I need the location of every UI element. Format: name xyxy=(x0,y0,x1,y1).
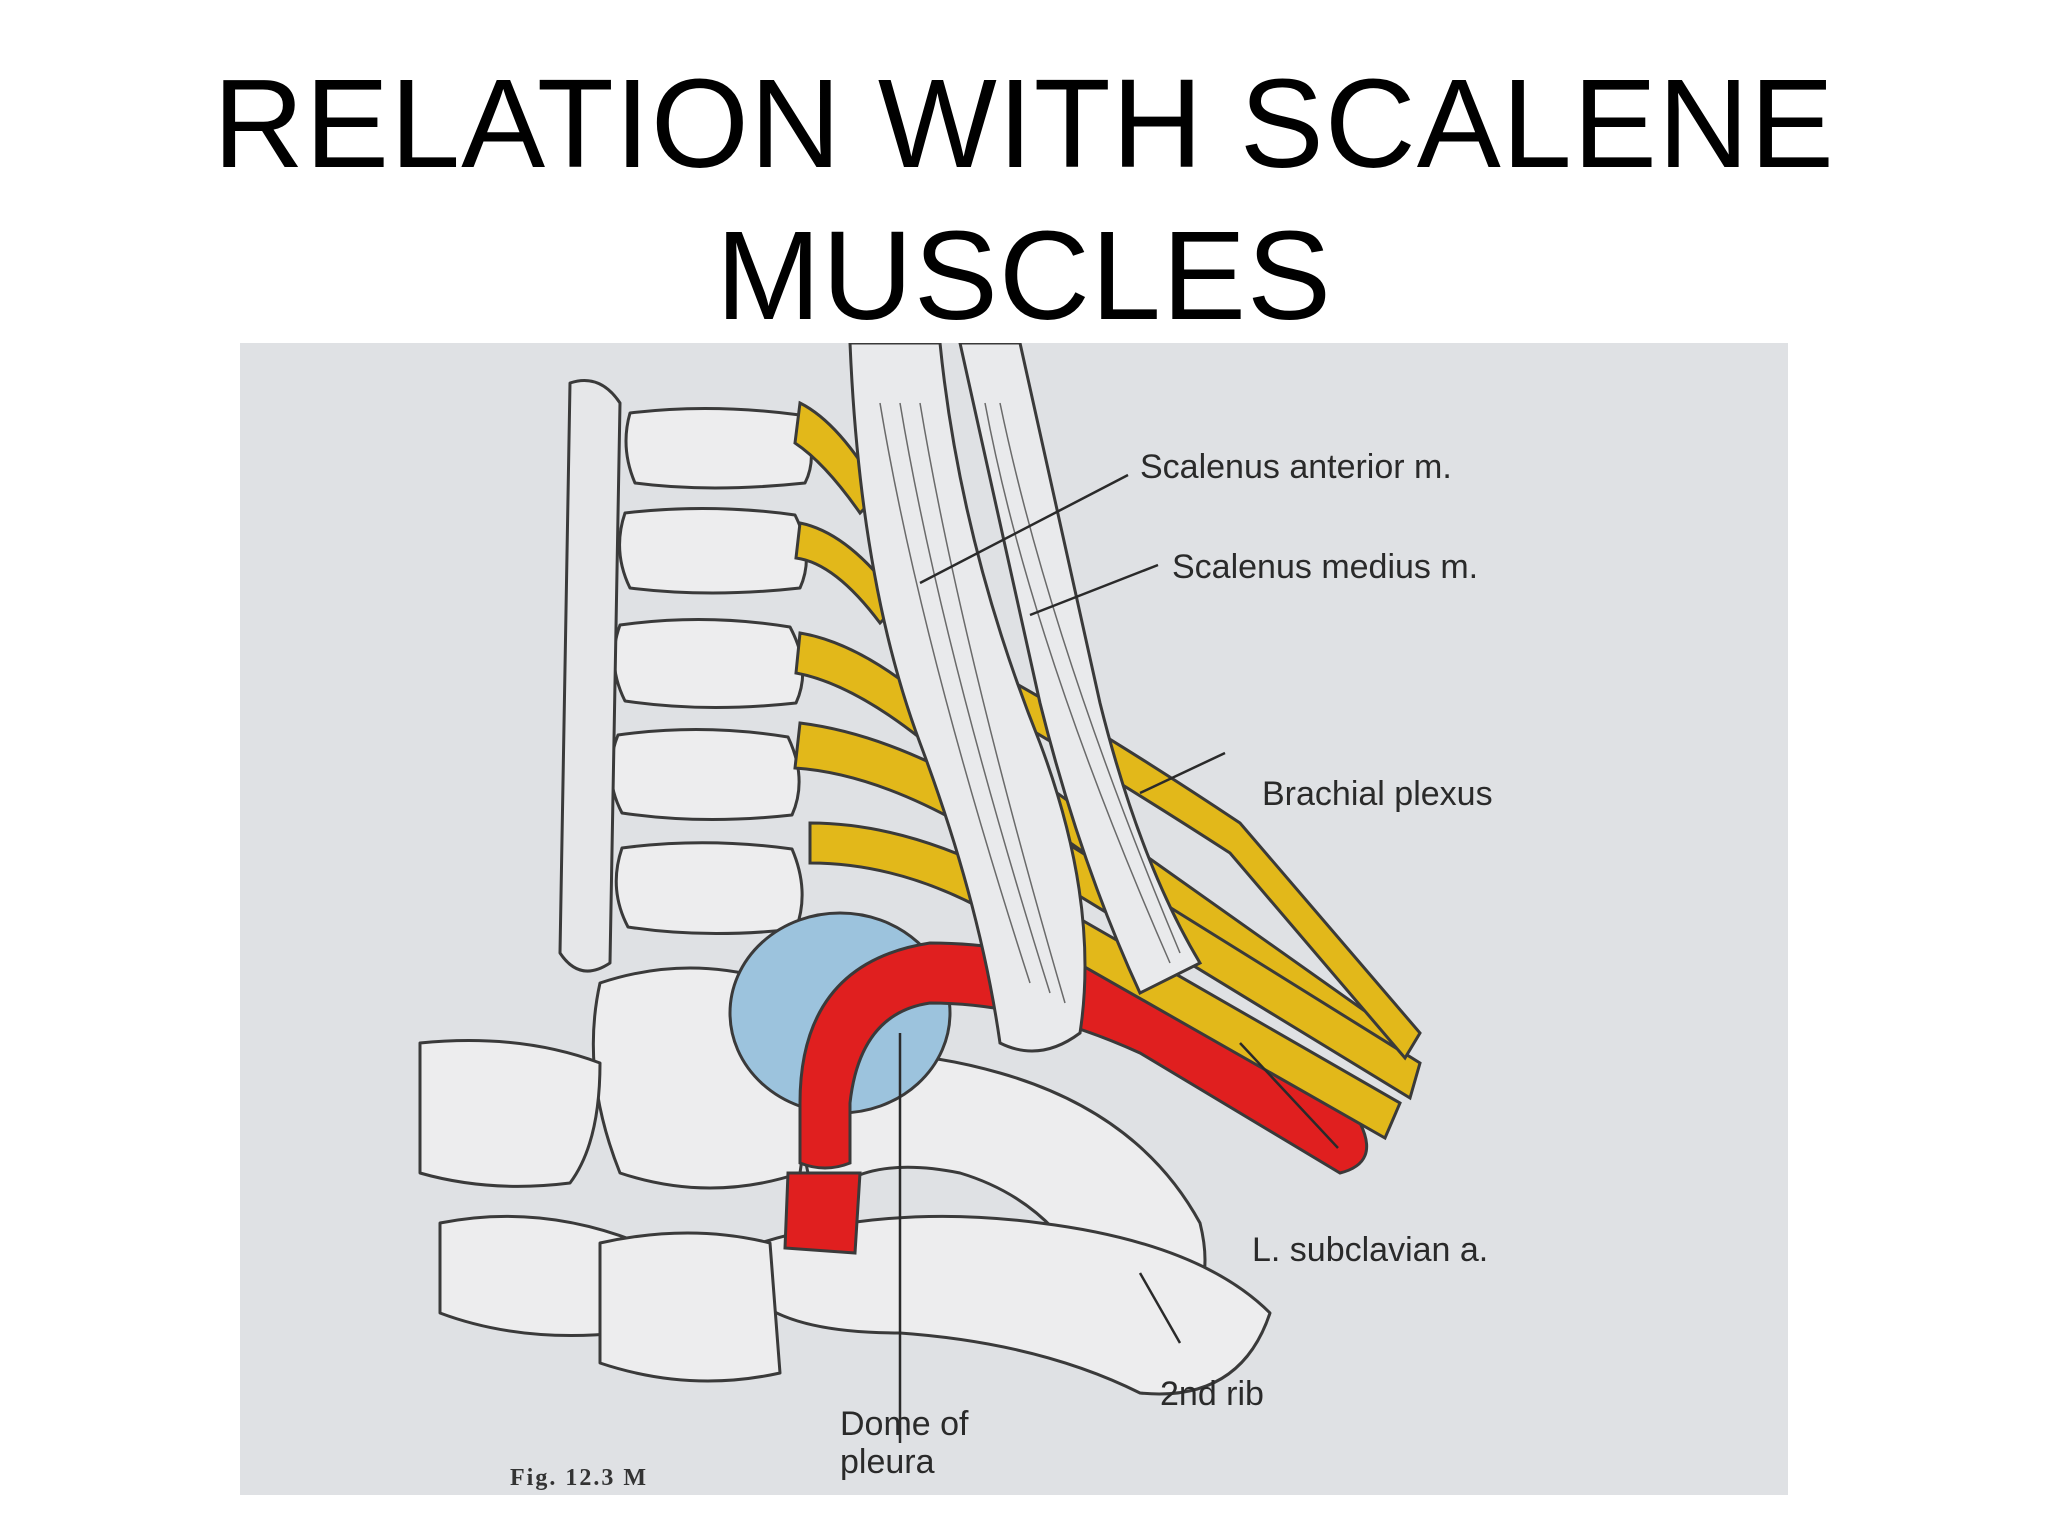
slide-title-line-2: MUSCLES xyxy=(715,205,1333,346)
leader-scalenus-medius xyxy=(1029,563,1159,617)
label-dome-of-pleura-line-1: Dome of xyxy=(840,1405,969,1443)
transverse-process-left xyxy=(418,1039,602,1188)
nerve-root-t1 xyxy=(808,821,1402,1141)
vertebra-c7 xyxy=(614,841,804,936)
scalenus-anterior-muscle xyxy=(848,343,1087,1053)
vertebra-c6 xyxy=(609,727,801,822)
anatomy-figure: Scalenus anterior m. Scalenus medius m. … xyxy=(240,343,1788,1495)
label-scalenus-medius: Scalenus medius m. xyxy=(1172,548,1479,586)
leader-brachial-plexus xyxy=(1139,751,1226,795)
label-dome-of-pleura-line-2: pleura xyxy=(840,1443,935,1481)
vertebra-c4 xyxy=(618,506,808,595)
label-subclavian-artery: L. subclavian a. xyxy=(1252,1231,1489,1269)
lower-rib xyxy=(598,1231,782,1383)
spinous-processes xyxy=(558,379,622,973)
leader-subclavian-artery xyxy=(1239,1042,1339,1149)
label-brachial-plexus: Brachial plexus xyxy=(1262,775,1493,813)
scalenus-medius-muscle xyxy=(958,343,1203,996)
anatomy-illustration xyxy=(418,343,1422,1443)
vertebra-c5 xyxy=(612,617,805,710)
second-rib xyxy=(758,1214,1272,1396)
label-second-rib: 2nd rib xyxy=(1160,1375,1264,1413)
label-scalenus-anterior: Scalenus anterior m. xyxy=(1140,448,1452,486)
figure-caption: Fig. 12.3 M xyxy=(510,1465,648,1491)
leader-scalenus-anterior xyxy=(919,473,1129,585)
slide-title: RELATION WITH SCALENE MUSCLES xyxy=(0,48,2048,352)
slide-title-line-1: RELATION WITH SCALENE xyxy=(213,53,1835,194)
vertebra-c3 xyxy=(624,406,813,490)
leader-second-rib xyxy=(1138,1272,1182,1344)
label-dome-of-pleura: Dome of pleura xyxy=(840,1405,969,1481)
subclavian-artery-lower-segment xyxy=(783,1171,862,1255)
subclavian-artery xyxy=(798,941,1369,1175)
